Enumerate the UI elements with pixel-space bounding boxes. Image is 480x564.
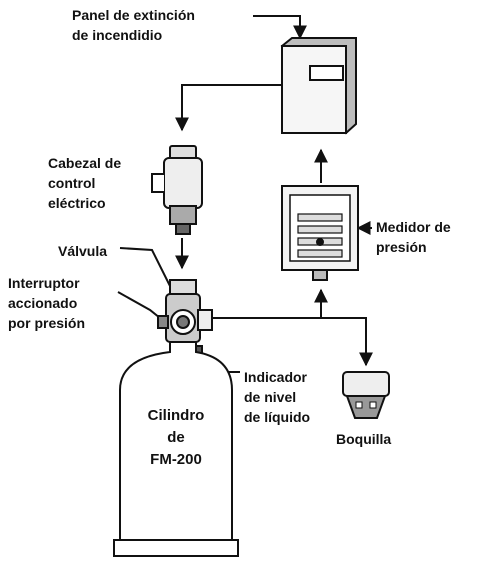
label-cylinder: Cilindro de FM-200 [148, 407, 205, 468]
label-level-indicator-line-3: de líquido [244, 409, 310, 425]
label-nozzle-line-1: Boquilla [336, 431, 391, 447]
pressure-gauge [281, 185, 359, 281]
label-control-head-line-1: Cabezal de [48, 155, 121, 171]
label-pressure-switch: Interruptor accionado por presión [8, 275, 85, 331]
label-pressure-switch-line-2: accionado [8, 295, 77, 311]
label-level-indicator-line-2: de nivel [244, 389, 296, 405]
label-pressure-gauge: Medidor de presión [376, 219, 451, 255]
label-valve: Válvula [58, 243, 107, 259]
extinguishing-panel [280, 37, 357, 135]
label-level-indicator: Indicador de nivel de líquido [244, 369, 310, 425]
label-pressure-switch-line-1: Interruptor [8, 275, 80, 291]
label-cylinder-line-3: FM-200 [150, 451, 202, 468]
label-control-head: Cabezal de control eléctrico [48, 155, 121, 211]
label-valve-line-1: Válvula [58, 243, 107, 259]
fm200-cylinder [113, 341, 239, 557]
label-pressure-gauge-line-2: presión [376, 239, 427, 255]
label-nozzle: Boquilla [336, 431, 391, 447]
label-pressure-switch-line-3: por presión [8, 315, 85, 331]
cylinder-valve [157, 279, 213, 361]
label-control-head-line-3: eléctrico [48, 195, 106, 211]
label-panel: Panel de extinción de incendidio [72, 7, 195, 43]
label-control-head-line-2: control [48, 175, 95, 191]
label-pressure-gauge-line-1: Medidor de [376, 219, 451, 235]
label-cylinder-line-1: Cilindro [148, 407, 205, 424]
label-cylinder-line-2: de [167, 429, 185, 446]
electric-control-head [151, 145, 203, 235]
label-level-indicator-line-1: Indicador [244, 369, 308, 385]
label-panel-line-2: de incendidio [72, 27, 162, 43]
nozzle [342, 371, 390, 419]
label-panel-line-1: Panel de extinción [72, 7, 195, 23]
